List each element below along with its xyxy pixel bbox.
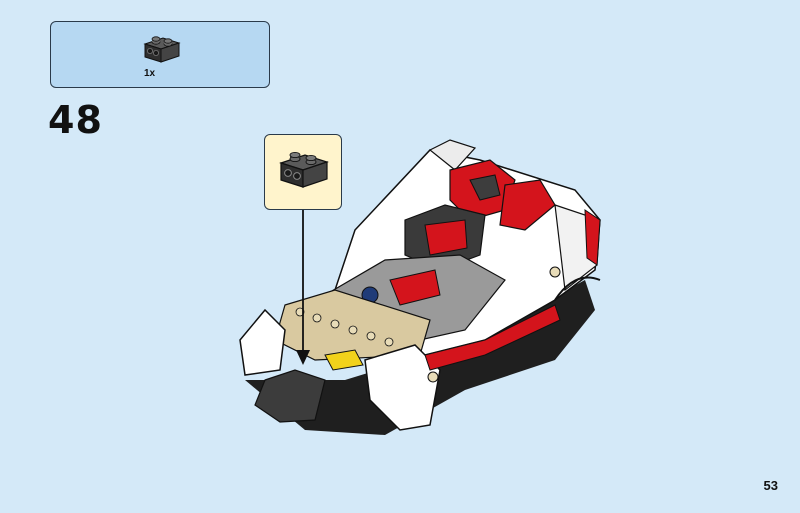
step-number: 48 [48, 98, 103, 142]
part-quantity: 1x [144, 68, 156, 79]
parts-list-box: 1x [50, 21, 270, 88]
race-car-model-illustration [239, 139, 601, 435]
page-number: 53 [763, 478, 778, 493]
dark-gray-brick-icon [279, 151, 329, 188]
dark-gray-brick-icon [143, 36, 181, 63]
callout-box [264, 134, 342, 210]
